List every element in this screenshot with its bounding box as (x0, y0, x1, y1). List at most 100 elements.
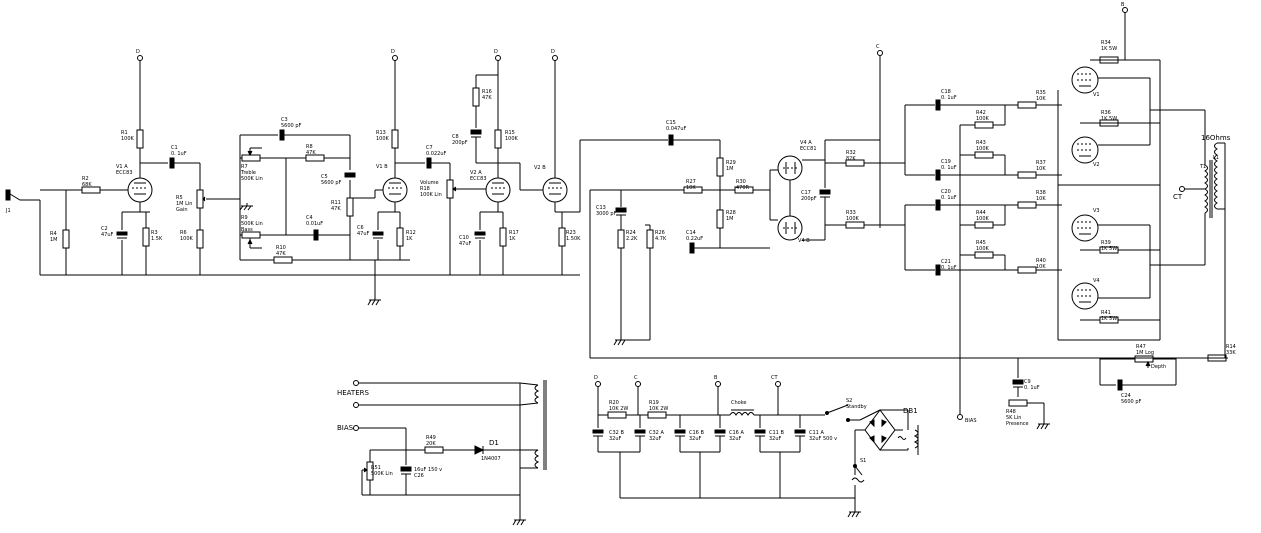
treble-control-label: Treble (241, 170, 256, 176)
r48-value: 5K Lin (1006, 415, 1022, 421)
c15-value: 0.047uF (666, 126, 687, 132)
jack-j1-label: J1 (6, 208, 11, 214)
t1-label: T1 (1200, 164, 1207, 170)
v2a-label: V2 A (470, 170, 482, 176)
presence-control-label: Presence (1006, 421, 1029, 427)
bias-input-label: BIAS (337, 424, 354, 432)
c18-value: 0. 1uF (941, 95, 957, 101)
r24-value: 2.2K (626, 236, 638, 242)
r51-label: R51 (371, 465, 381, 471)
c19-value: 0. 1uF (941, 165, 957, 171)
r45-label: R45 (976, 240, 986, 246)
supply-c-label-1: C (876, 44, 880, 50)
r4-value: 1M (50, 237, 58, 243)
r34-value: 1K 5W (1101, 46, 1118, 52)
choke-label: Choke (731, 400, 747, 406)
bass-control-label: Bass (241, 227, 253, 233)
r8-label: R8 (306, 144, 313, 150)
r42-label: R42 (976, 110, 986, 116)
r3-value: 1.5K (151, 236, 163, 242)
r43-label: R43 (976, 140, 986, 146)
c1-label: C1 (171, 145, 178, 151)
r17-label: R17 (509, 230, 519, 236)
speaker-impedance-label: 16Ohms (1201, 134, 1231, 142)
c13-label: C13 (596, 205, 606, 211)
r13-label: R13 (376, 130, 386, 136)
c11b-value: 32uF (769, 436, 782, 442)
c8-value: 200pF (452, 140, 468, 146)
c26-label: C26 (414, 473, 424, 479)
r28-label: R28 (726, 210, 736, 216)
c17-label: C17 (801, 190, 811, 196)
v1b-stage (350, 55, 486, 306)
c21-value: 0. 1uF (941, 265, 957, 271)
v2-label: V2 (1093, 162, 1100, 168)
r14-label: R14 (1226, 344, 1236, 350)
r37-value: 10K (1036, 166, 1046, 172)
r37-label: R37 (1036, 160, 1046, 166)
r39-label: R39 (1101, 240, 1111, 246)
r47-value: 1M Log (1136, 350, 1155, 356)
r33-value: 100K (846, 216, 859, 222)
r36-value: 1K 5W (1101, 116, 1118, 122)
c20-label: C20 (941, 189, 951, 195)
r38-label: R38 (1036, 190, 1046, 196)
r7-label: R7 (241, 164, 248, 170)
c21-label: C21 (941, 259, 951, 265)
r12-label: R12 (406, 230, 416, 236)
r26-label: R26 (655, 230, 665, 236)
supply-d-label-1: D (136, 49, 140, 55)
supply-b-label-1: B (1121, 2, 1125, 8)
r2-label: R2 (82, 176, 89, 182)
r6-label: R6 (180, 230, 187, 236)
r42-value: 100K (976, 116, 989, 122)
r5-label: R5 (176, 195, 183, 201)
r8-value: 47K (306, 150, 316, 156)
supply-d-label-4: D (551, 49, 555, 55)
r20-value: 10K 2W (609, 406, 629, 412)
c13-value: 3000 pF (596, 211, 617, 217)
r16-label: R16 (482, 89, 492, 95)
v1-label: V1 (1093, 92, 1100, 98)
c32a-value: 32uF (649, 436, 662, 442)
c2-label: C2 (101, 226, 108, 232)
r45-value: 100K (976, 246, 989, 252)
r34-label: R34 (1101, 40, 1111, 46)
c16b-value: 32uF (689, 436, 702, 442)
v4-label: V4 (1093, 278, 1100, 284)
c7-value: 0.022uF (426, 151, 447, 157)
r41-value: 1K 5W (1101, 316, 1118, 322)
c6-value: 47uF (357, 231, 370, 237)
r40-value: 10K (1036, 264, 1046, 270)
r33-label: R33 (846, 210, 856, 216)
r24-label: R24 (626, 230, 636, 236)
c14-label: C14 (686, 230, 696, 236)
supply-d-label-5: D (594, 375, 598, 381)
c7-label: C7 (426, 145, 433, 151)
c2-value: 47uF (101, 232, 114, 238)
c24-label: C24 (1121, 393, 1131, 399)
r20-label: R20 (609, 400, 619, 406)
power-amp (904, 7, 1227, 430)
c10-value: 47uF (459, 241, 472, 247)
c16a-label: C16 A (729, 430, 744, 436)
c5-label: C5 (321, 174, 328, 180)
r29-label: R29 (726, 160, 736, 166)
supply-c-label-2: C (634, 375, 638, 381)
supply-d-label-2: D (391, 49, 395, 55)
c32b-label: C32 B (609, 430, 624, 436)
r10-label: R10 (276, 245, 286, 251)
d1-value: 1N4007 (481, 456, 501, 462)
v1b-label: V1 B (376, 164, 388, 170)
heaters-label: HEATERS (337, 389, 369, 397)
c11b-label: C11 B (769, 430, 784, 436)
supply-ct-label: CT (771, 375, 778, 381)
v4b-label: V4 B (798, 238, 810, 244)
c4-value: 0.01uF (306, 221, 324, 227)
supply-d-label-3: D (494, 49, 498, 55)
c26-value: 16uF 150 v (414, 467, 443, 473)
c1-value: 0. 1uF (171, 151, 187, 157)
s1-label: S1 (860, 458, 867, 464)
